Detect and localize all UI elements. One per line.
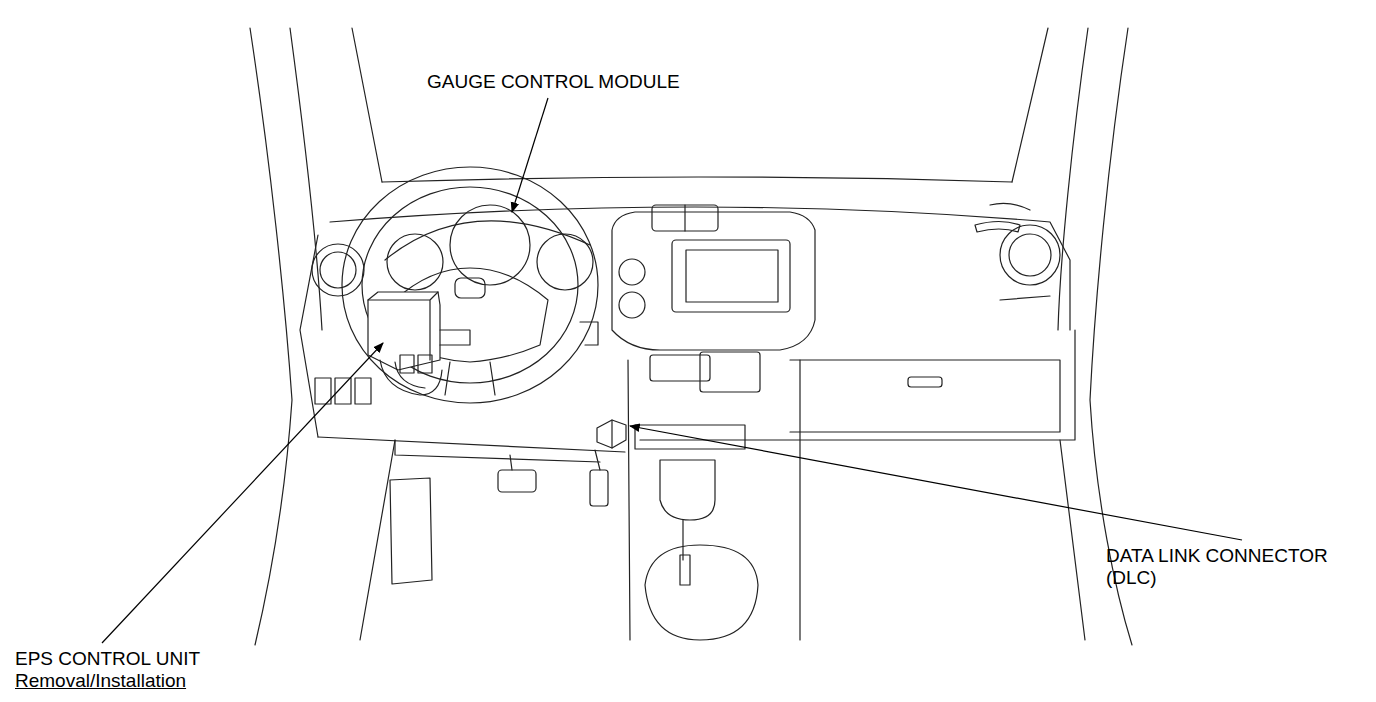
pedal-arm bbox=[510, 455, 512, 470]
center-vent bbox=[652, 205, 718, 231]
part-label: EPS CONTROL UNIT bbox=[15, 648, 275, 670]
gauge-center bbox=[450, 205, 530, 285]
climate-panel bbox=[650, 355, 710, 381]
cluster-hood bbox=[385, 221, 590, 260]
eps-connector-b bbox=[418, 355, 432, 373]
dash-lower-right bbox=[640, 330, 1075, 440]
eps-harness bbox=[380, 360, 442, 395]
knob bbox=[619, 292, 645, 318]
left-vent-inner bbox=[320, 252, 356, 288]
shifter-boot bbox=[645, 545, 758, 640]
console-right bbox=[799, 360, 800, 640]
left-pillar bbox=[250, 28, 292, 645]
eps-bracket bbox=[440, 330, 470, 345]
steering-wheel-inner bbox=[362, 187, 578, 383]
part-label: DATA LINK CONNECTOR (DLC) bbox=[1106, 545, 1361, 589]
leader-line bbox=[630, 426, 1242, 540]
floor-line bbox=[1060, 440, 1085, 640]
gauge-right bbox=[537, 234, 593, 290]
screen bbox=[686, 250, 778, 302]
glove-box-panel bbox=[790, 360, 1060, 432]
dash-left-end bbox=[300, 235, 318, 437]
gauge-left bbox=[387, 234, 443, 290]
leader-line bbox=[512, 98, 548, 212]
accelerator-pedal bbox=[590, 470, 608, 506]
part-label: Removal/Installation bbox=[15, 670, 275, 692]
center-vent-divider bbox=[684, 205, 685, 231]
eps-connector-a bbox=[400, 355, 414, 373]
horn-emblem bbox=[455, 278, 485, 298]
pedal-arm bbox=[595, 450, 600, 470]
glove-box-handle bbox=[908, 377, 942, 387]
hazard-panel bbox=[700, 352, 760, 392]
dash-top bbox=[382, 177, 1012, 182]
steering-switch bbox=[580, 322, 598, 345]
center-stack bbox=[612, 212, 815, 350]
footrest bbox=[390, 478, 432, 584]
steering-wheel-rim bbox=[342, 167, 598, 403]
shifter-gate bbox=[680, 555, 690, 585]
eps-control-unit bbox=[368, 292, 440, 370]
screen-bezel bbox=[672, 240, 790, 312]
dlc-edge bbox=[611, 420, 612, 448]
switch bbox=[315, 378, 331, 404]
console-left bbox=[628, 360, 630, 640]
leader-line bbox=[102, 343, 383, 643]
data-link-connector bbox=[597, 420, 626, 448]
right-vent-inner bbox=[1009, 234, 1051, 276]
brake-pedal bbox=[498, 470, 536, 492]
floor-line bbox=[360, 440, 395, 640]
right-vent bbox=[1000, 225, 1060, 285]
shifter-shaft bbox=[682, 520, 683, 560]
steering-spokes bbox=[445, 362, 495, 395]
eps-edges bbox=[368, 292, 438, 360]
part-label: GAUGE CONTROL MODULE bbox=[427, 71, 747, 93]
shifter-knob bbox=[660, 460, 715, 520]
dash-seam bbox=[1000, 296, 1050, 300]
right-pillar-inner bbox=[1058, 28, 1088, 330]
knee-panel bbox=[395, 440, 600, 462]
dash-upper bbox=[330, 207, 1070, 330]
defrost-vent bbox=[990, 203, 1030, 210]
left-vent bbox=[312, 244, 364, 296]
dash-lower-left bbox=[318, 437, 625, 452]
switch bbox=[355, 378, 371, 404]
windshield-right bbox=[1012, 28, 1048, 182]
windshield-left bbox=[352, 28, 382, 182]
knob bbox=[619, 259, 645, 285]
